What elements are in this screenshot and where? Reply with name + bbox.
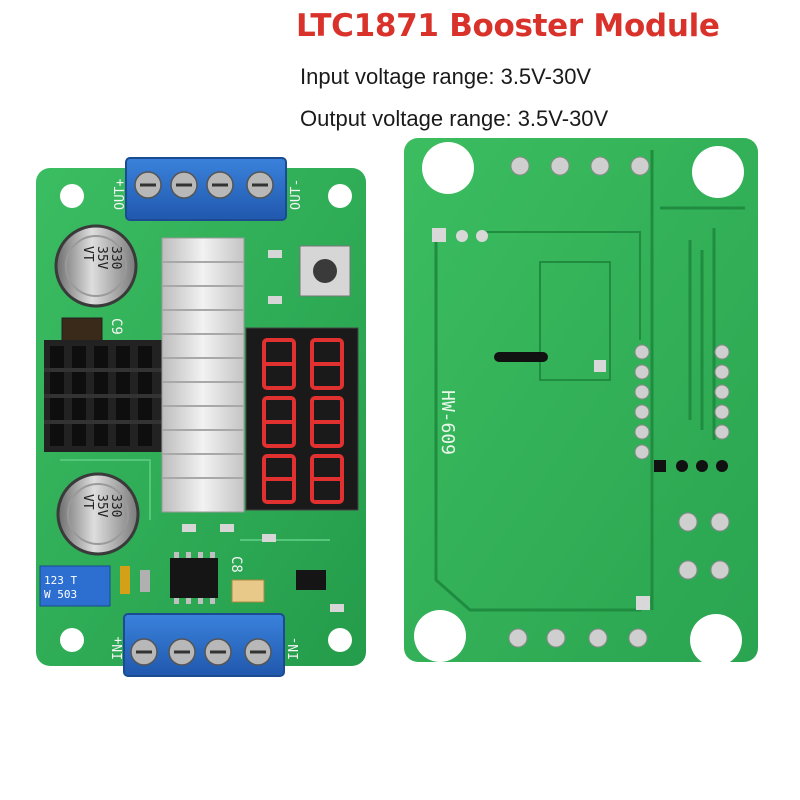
seven-segment-display [245,327,359,511]
input-terminal-block [123,613,285,677]
c9-label: C9 [108,318,124,335]
black-heatsink [44,340,166,452]
cap-top-capacitance: 330 [108,246,123,269]
product-title: LTC1871 Booster Module [296,8,720,44]
capacitor-bottom [56,472,140,556]
c8-label: C8 [228,556,244,573]
cap-bottom-capacitance: 330 [108,494,123,517]
back-model-label: HW-609 [437,390,458,455]
in-plus-label: IN+ [111,636,126,660]
cap-top-voltage: 35V [94,246,109,270]
push-button [299,245,351,297]
potentiometer [39,565,130,607]
silver-heatsink [161,237,245,513]
output-voltage-spec: Output voltage range: 3.5V-30V [300,106,609,131]
out-plus-label: OUT+ [113,179,128,210]
pot-label-line2: W 503 [44,588,77,601]
ic-chip [170,552,218,604]
cap-bottom-voltage: 35V [94,494,109,518]
capacitor-top [54,224,138,308]
pot-label-line1: 123 T [44,574,77,587]
out-minus-label: OUT- [289,179,304,210]
cap-top-brand: VT [80,246,95,262]
in-minus-label: IN- [287,637,302,660]
input-voltage-spec: Input voltage range: 3.5V-30V [300,64,592,89]
output-terminal-block [125,157,287,221]
cap-bottom-brand: VT [80,494,95,510]
back-pcb [404,138,758,666]
